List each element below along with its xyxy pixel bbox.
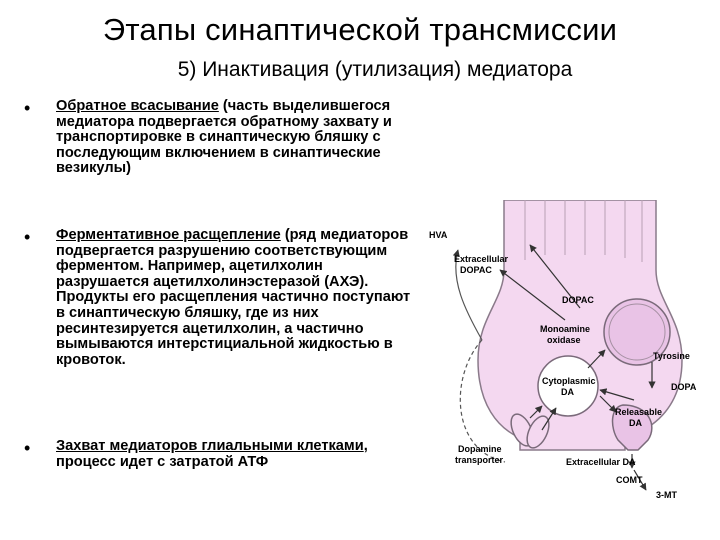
label-comt: COMT [616, 475, 643, 485]
label-releasable-da: Releasable [615, 407, 662, 417]
label-extracellular-da: Extracellular DA [566, 457, 636, 467]
list-item-enzymatic: Ферментативное расщепление (ряд медиатор… [56, 227, 416, 368]
mitochondrion [603, 298, 671, 366]
label-cytoplasmic-da: DA [561, 387, 574, 397]
label-dopamine-transporter: Dopamine [458, 444, 502, 454]
extracellular-pathway [452, 249, 483, 341]
label-cytoplasmic-da: Cytoplasmic [542, 376, 596, 386]
label-tyrosine: Tyrosine [653, 351, 690, 361]
page-subtitle: 5) Инактивация (утилизация) медиатора [177, 58, 573, 81]
label-releasable-da: DA [629, 418, 642, 428]
label-monoamine-oxidase: Monoamine [540, 324, 590, 334]
list-item-glial: Захват медиаторов глиальными клетками, п… [56, 438, 416, 470]
label-dopamine-transporter: transporter [455, 455, 504, 465]
item-text: (часть выделившегося медиатора подвергае… [56, 98, 392, 177]
label-dopac: DOPAC [562, 295, 594, 305]
item-text: , процесс идет с затратой АТФ [56, 438, 368, 470]
label-3-mt: 3-MT [656, 490, 677, 500]
axon-lines [524, 200, 643, 262]
synapse-diagram: HVA Extracellular DOPAC DOPAC Monoamine … [429, 200, 697, 500]
label-monoamine-oxidase: oxidase [547, 335, 581, 345]
label-extracellular-dopac: DOPAC [460, 265, 492, 275]
list-item-reuptake: Обратное всасывание (часть выделившегося… [56, 98, 416, 177]
item-text: (ряд медиаторов подвергается разрушению … [56, 227, 411, 368]
bullet-marker: • [24, 227, 31, 247]
label-dopa: DOPA [671, 382, 697, 392]
item-heading: Обратное всасывание [56, 98, 219, 114]
bullet-marker: • [24, 438, 31, 458]
releasable-vesicle [611, 404, 653, 451]
label-extracellular-dopac: Extracellular [454, 254, 509, 264]
item-heading: Ферментативное расщепление [56, 227, 281, 243]
pathway-arrows [499, 244, 656, 491]
item-heading: Захват медиаторов глиальными клетками [56, 438, 364, 454]
label-hva: HVA [429, 230, 448, 240]
cytoplasmic-da-pool [537, 355, 599, 417]
extracellular-pathway [459, 339, 506, 463]
bullet-marker: • [24, 98, 31, 118]
dopamine-transporter [510, 413, 550, 449]
mitochondrion-inner [608, 303, 666, 361]
page-title: Этапы синаптической трансмиссии [102, 12, 618, 47]
